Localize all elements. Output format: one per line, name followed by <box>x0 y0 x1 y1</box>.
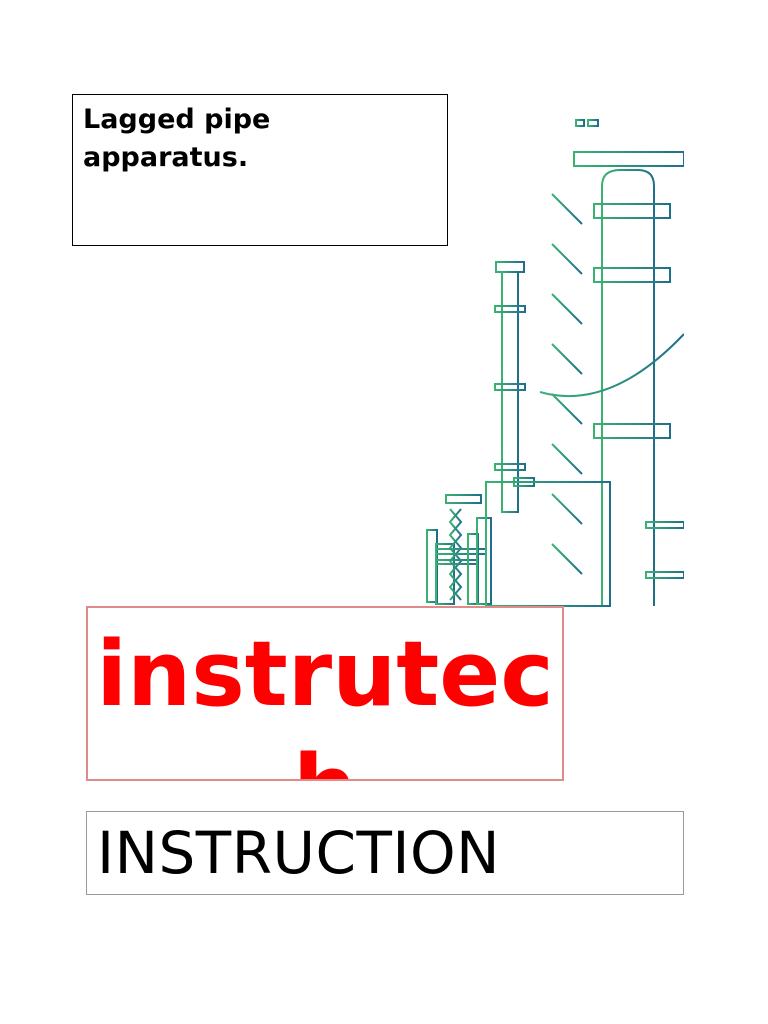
instruction-heading: INSTRUCTION <box>97 819 501 887</box>
title-box: Lagged pipe apparatus. <box>72 94 448 246</box>
industrial-plant-illustration <box>390 94 684 607</box>
brand-logo-text: instrutech <box>96 622 554 779</box>
instruction-box: INSTRUCTION <box>86 811 684 895</box>
document-title: Lagged pipe apparatus. <box>83 104 271 173</box>
brand-box: instrutech <box>86 606 564 781</box>
